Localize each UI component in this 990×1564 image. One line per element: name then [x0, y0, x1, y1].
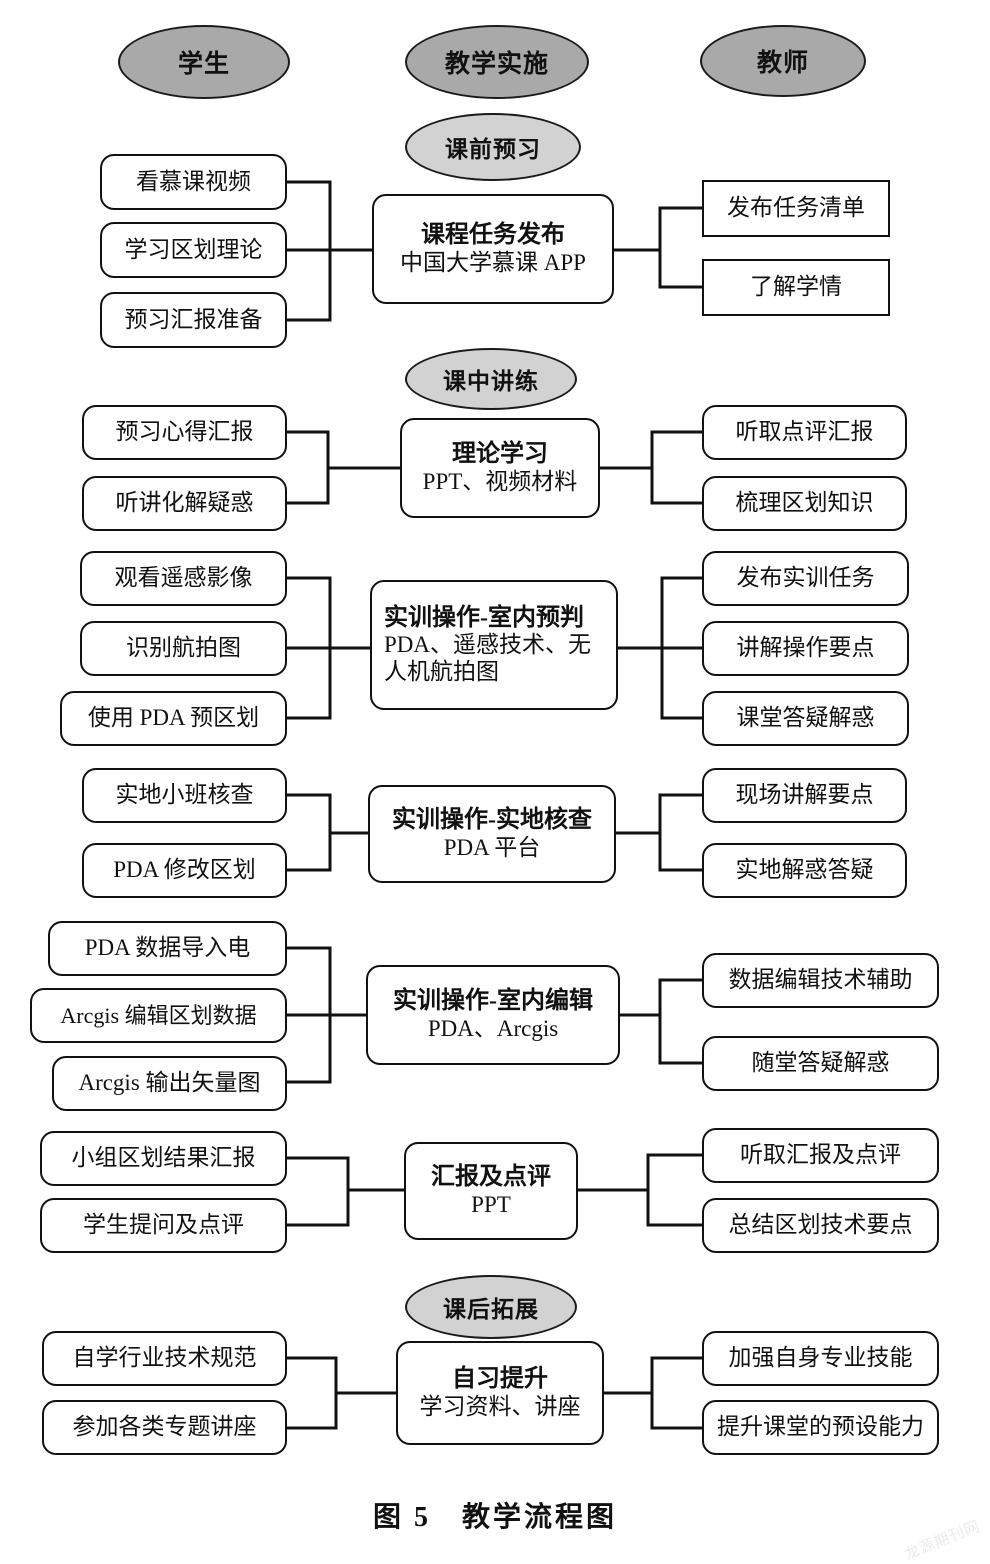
teacher-task-2-2-label: 梳理区划知识 — [735, 490, 874, 516]
student-task-5-2-label: Arcgis 编辑区划数据 — [60, 1002, 257, 1028]
student-task-1-1[interactable]: 看慕课视频 — [100, 154, 287, 210]
teacher-task-7-2[interactable]: 提升课堂的预设能力 — [702, 1400, 939, 1455]
phase-label-post-class-text: 课后拓展 — [443, 1297, 539, 1322]
student-task-6-1[interactable]: 小组区划结果汇报 — [40, 1131, 287, 1186]
phase-label-in-class: 课中讲练 — [405, 348, 577, 410]
teacher-task-5-1-label: 数据编辑技术辅助 — [728, 967, 913, 993]
teacher-task-5-2[interactable]: 随堂答疑解惑 — [702, 1036, 939, 1091]
teacher-task-3-1-label: 发布实训任务 — [736, 565, 875, 591]
teacher-task-3-3[interactable]: 课堂答疑解惑 — [702, 691, 909, 746]
student-task-6-2-label: 学生提问及点评 — [83, 1212, 244, 1238]
student-task-5-1-label: PDA 数据导入电 — [84, 935, 251, 961]
student-task-6-2[interactable]: 学生提问及点评 — [40, 1198, 287, 1253]
center-activity-6[interactable]: 汇报及点评 PPT — [404, 1142, 578, 1240]
student-task-4-1-label: 实地小班核查 — [115, 782, 254, 808]
center-activity-6-subtitle: PPT — [471, 1191, 511, 1217]
center-activity-5-subtitle: PDA、Arcgis — [427, 1015, 559, 1041]
teacher-task-2-1-label: 听取点评汇报 — [735, 419, 874, 445]
student-task-1-2-label: 学习区划理论 — [124, 236, 263, 262]
teacher-task-3-3-label: 课堂答疑解惑 — [736, 705, 875, 731]
teacher-task-7-1-label: 加强自身专业技能 — [728, 1345, 913, 1371]
student-task-3-2[interactable]: 识别航拍图 — [80, 621, 287, 676]
center-activity-2-title: 理论学习 — [452, 440, 548, 467]
student-task-5-1[interactable]: PDA 数据导入电 — [48, 921, 287, 976]
teacher-task-2-1[interactable]: 听取点评汇报 — [702, 405, 907, 460]
teacher-task-6-1-label: 听取汇报及点评 — [740, 1142, 901, 1168]
student-task-3-3[interactable]: 使用 PDA 预区划 — [60, 691, 287, 746]
student-task-1-3-label: 预习汇报准备 — [124, 306, 263, 332]
student-task-3-1-label: 观看遥感影像 — [114, 565, 253, 591]
teacher-task-5-2-label: 随堂答疑解惑 — [751, 1050, 890, 1076]
teacher-task-6-2-label: 总结区划技术要点 — [728, 1212, 913, 1238]
student-task-2-1-label: 预习心得汇报 — [115, 419, 254, 445]
center-activity-2[interactable]: 理论学习 PPT、视频材料 — [400, 418, 600, 518]
student-task-1-2[interactable]: 学习区划理论 — [100, 222, 287, 278]
center-activity-3-subtitle: PDA、遥感技术、无 人机航拍图 — [384, 632, 592, 684]
column-header-teacher: 教师 — [700, 25, 866, 97]
student-task-7-2[interactable]: 参加各类专题讲座 — [42, 1400, 287, 1455]
student-task-7-1-label: 自学行业技术规范 — [72, 1345, 257, 1371]
center-activity-7-subtitle: 学习资料、讲座 — [419, 1393, 581, 1419]
phase-label-post-class: 课后拓展 — [405, 1275, 577, 1339]
student-task-1-1-label: 看慕课视频 — [136, 168, 251, 194]
student-task-4-1[interactable]: 实地小班核查 — [82, 768, 287, 823]
teacher-task-1-2[interactable]: 了解学情 — [702, 259, 890, 316]
center-activity-4[interactable]: 实训操作-实地核查 PDA 平台 — [368, 785, 616, 883]
teacher-task-6-1[interactable]: 听取汇报及点评 — [702, 1128, 939, 1183]
column-header-teaching-label: 教学实施 — [444, 51, 549, 78]
teacher-task-1-1-label: 发布任务清单 — [727, 195, 865, 221]
phase-label-in-class-text: 课中讲练 — [443, 369, 539, 394]
student-task-7-2-label: 参加各类专题讲座 — [72, 1414, 257, 1440]
teacher-task-5-1[interactable]: 数据编辑技术辅助 — [702, 953, 939, 1008]
student-task-7-1[interactable]: 自学行业技术规范 — [42, 1331, 287, 1386]
student-task-6-1-label: 小组区划结果汇报 — [71, 1145, 256, 1171]
student-task-4-2[interactable]: PDA 修改区划 — [82, 843, 287, 898]
teacher-task-4-2[interactable]: 实地解惑答疑 — [702, 843, 907, 898]
center-activity-2-subtitle: PPT、视频材料 — [422, 468, 578, 494]
column-header-teacher-label: 教师 — [756, 50, 809, 77]
teacher-task-1-2-label: 了解学情 — [750, 274, 842, 300]
student-task-5-3[interactable]: Arcgis 输出矢量图 — [52, 1056, 287, 1111]
student-task-5-3-label: Arcgis 输出矢量图 — [78, 1070, 261, 1096]
figure-caption: 图 5 教学流程图 — [372, 1502, 617, 1533]
center-activity-3-title: 实训操作-室内预判 — [384, 604, 584, 631]
student-task-3-1[interactable]: 观看遥感影像 — [80, 551, 287, 606]
teacher-task-6-2[interactable]: 总结区划技术要点 — [702, 1198, 939, 1253]
teacher-task-4-1[interactable]: 现场讲解要点 — [702, 768, 907, 823]
teacher-task-3-2-label: 讲解操作要点 — [736, 635, 875, 661]
student-task-2-2-label: 听讲化解疑惑 — [115, 490, 254, 516]
center-activity-5[interactable]: 实训操作-室内编辑 PDA、Arcgis — [366, 965, 620, 1065]
center-activity-4-subtitle: PDA 平台 — [443, 834, 541, 860]
teacher-task-3-1[interactable]: 发布实训任务 — [702, 551, 909, 606]
teacher-task-2-2[interactable]: 梳理区划知识 — [702, 476, 907, 531]
center-activity-7[interactable]: 自习提升 学习资料、讲座 — [396, 1341, 604, 1445]
student-task-3-2-label: 识别航拍图 — [126, 635, 241, 661]
center-activity-5-title: 实训操作-室内编辑 — [393, 987, 593, 1014]
student-task-4-2-label: PDA 修改区划 — [113, 857, 256, 883]
center-activity-1-title: 课程任务发布 — [421, 221, 565, 248]
teacher-task-1-1[interactable]: 发布任务清单 — [702, 180, 890, 237]
center-activity-1-subtitle: 中国大学慕课 APP — [400, 249, 586, 275]
center-activity-6-title: 汇报及点评 — [431, 1163, 551, 1190]
phase-label-pre-class-text: 课前预习 — [445, 137, 541, 162]
phase-label-pre-class: 课前预习 — [405, 113, 581, 181]
center-activity-7-title: 自习提升 — [452, 1365, 548, 1392]
student-task-2-1[interactable]: 预习心得汇报 — [82, 405, 287, 460]
column-header-teaching: 教学实施 — [405, 25, 589, 99]
center-activity-3[interactable]: 实训操作-室内预判 PDA、遥感技术、无 人机航拍图 — [370, 580, 618, 710]
student-task-5-2[interactable]: Arcgis 编辑区划数据 — [30, 988, 287, 1043]
teacher-task-4-1-label: 现场讲解要点 — [735, 782, 874, 808]
teacher-task-7-1[interactable]: 加强自身专业技能 — [702, 1331, 939, 1386]
column-header-student-label: 学生 — [177, 51, 230, 78]
teacher-task-4-2-label: 实地解惑答疑 — [735, 857, 874, 883]
student-task-3-3-label: 使用 PDA 预区划 — [87, 705, 260, 731]
column-header-student: 学生 — [118, 25, 290, 99]
teacher-task-3-2[interactable]: 讲解操作要点 — [702, 621, 909, 676]
center-activity-4-title: 实训操作-实地核查 — [392, 806, 592, 833]
teacher-task-7-2-label: 提升课堂的预设能力 — [717, 1414, 924, 1440]
student-task-2-2[interactable]: 听讲化解疑惑 — [82, 476, 287, 531]
center-activity-1[interactable]: 课程任务发布 中国大学慕课 APP — [372, 194, 614, 304]
student-task-1-3[interactable]: 预习汇报准备 — [100, 292, 287, 348]
